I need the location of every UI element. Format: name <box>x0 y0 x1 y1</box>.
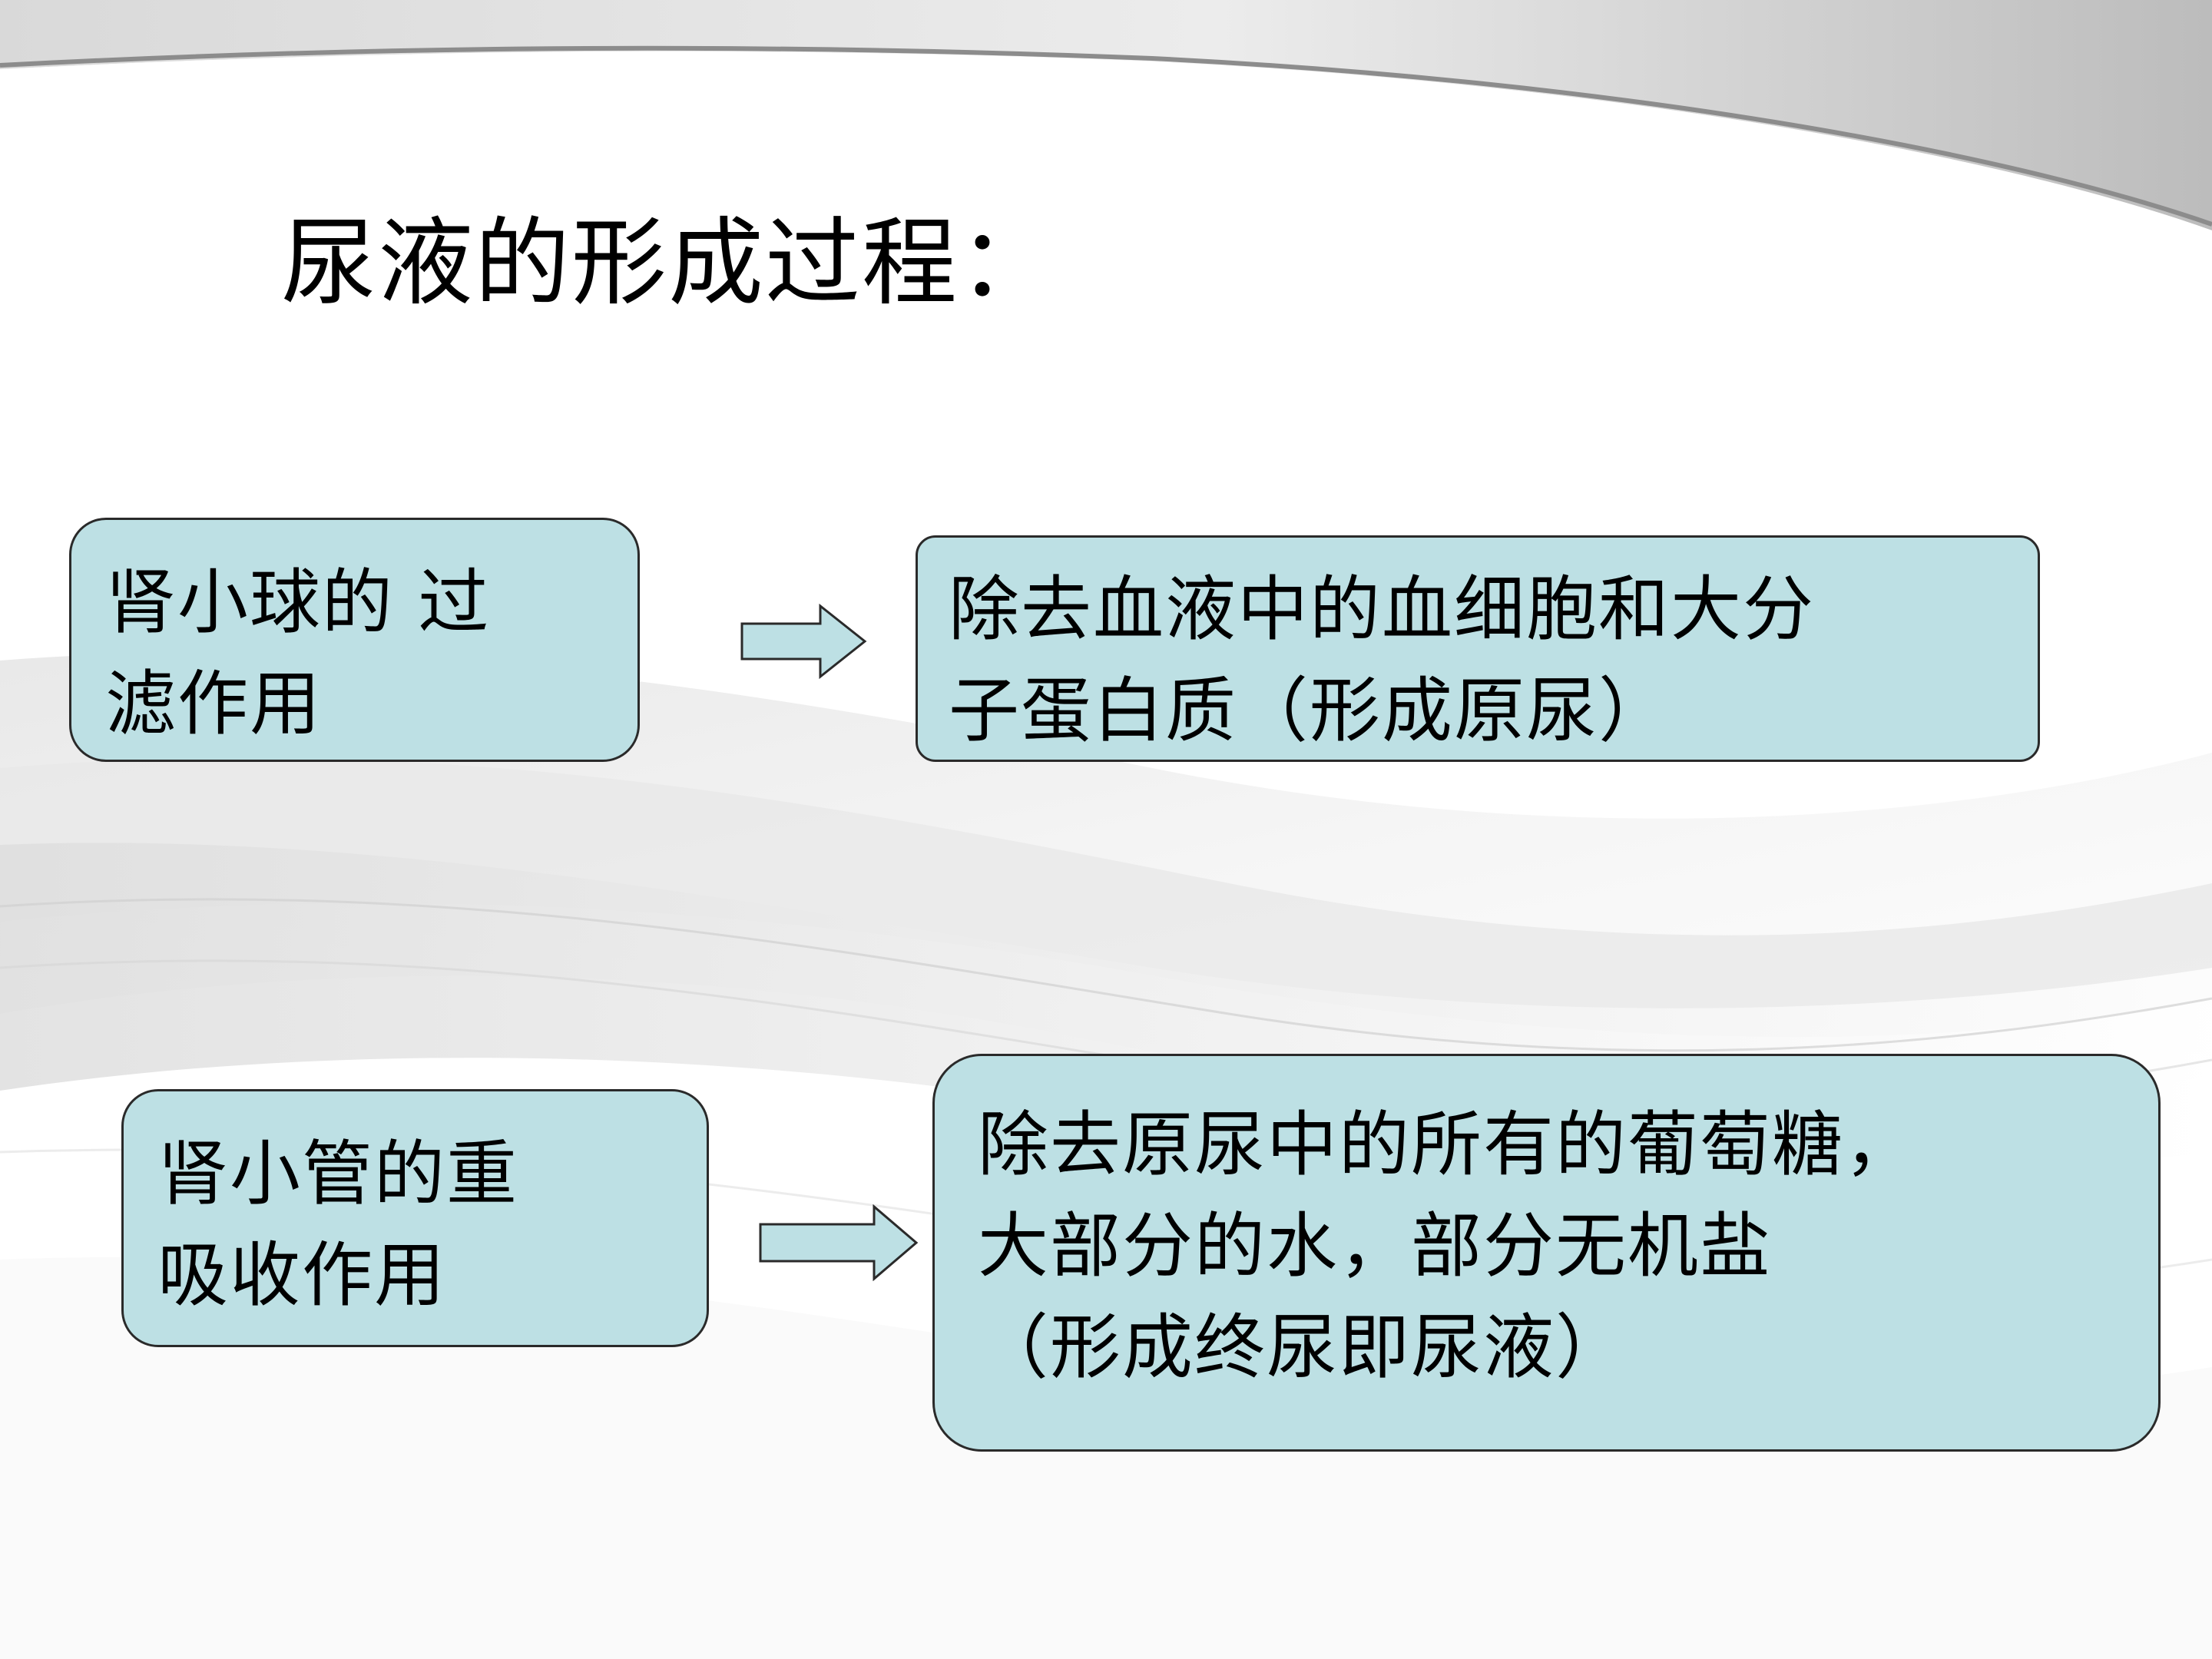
slide-title: 尿液的形成过程： <box>281 208 1056 319</box>
process-line: 吸收作用 <box>157 1234 447 1316</box>
process-line: 滤作用 <box>105 663 323 745</box>
process-line: 肾小管的重 <box>157 1133 519 1215</box>
result-line: 子蛋白质（形成原尿） <box>949 670 1671 752</box>
result-line: 除去血液中的血细胞和大分 <box>949 568 1816 651</box>
process-box-tubular-reabsorption: 肾小管的重 吸收作用 <box>121 1089 709 1347</box>
result-line: 除去原尿中的所有的葡萄糖， <box>978 1104 1917 1186</box>
result-line: （形成终尿即尿液） <box>978 1306 1628 1389</box>
process-line: 肾小球的 过 <box>105 561 491 644</box>
process-box-glomerular-filtration: 肾小球的 过 滤作用 <box>69 518 640 762</box>
result-box-primary-urine: 除去血液中的血细胞和大分 子蛋白质（形成原尿） <box>916 535 2040 762</box>
result-line: 大部分的水，部分无机盐 <box>978 1205 1773 1287</box>
right-arrow-icon <box>759 1204 919 1281</box>
right-arrow-icon <box>740 604 867 679</box>
result-box-final-urine: 除去原尿中的所有的葡萄糖， 大部分的水，部分无机盐 （形成终尿即尿液） <box>932 1054 2161 1452</box>
